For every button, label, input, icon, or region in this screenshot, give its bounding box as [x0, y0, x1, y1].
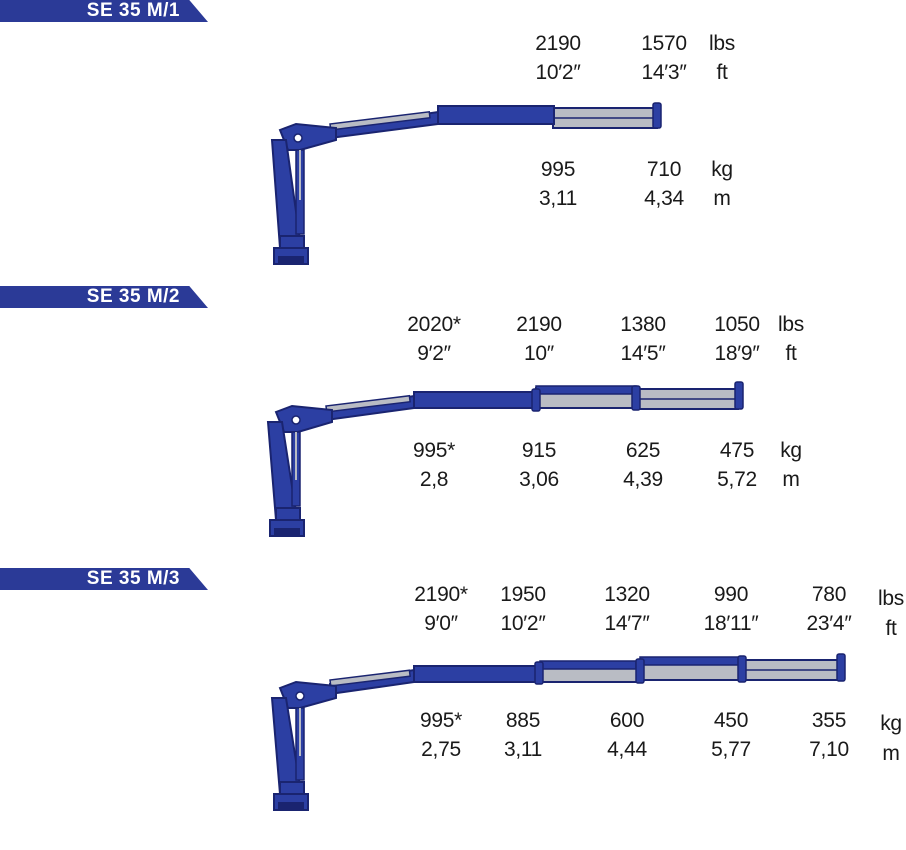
- m2-col3-m: 4,39: [623, 468, 663, 491]
- m3-col5-lbs: 780: [811, 583, 847, 606]
- m1-col1-ft: 10′2″: [535, 61, 581, 84]
- m2-col2-lbs: 2190: [516, 313, 562, 336]
- m2-col3-kg: 625: [625, 439, 661, 462]
- m1-col2-lbs: 1570: [641, 32, 687, 55]
- m3-col3-m: 4,44: [607, 738, 647, 761]
- m3-col5-ft: 23′4″: [806, 612, 852, 635]
- m3-col3-ft: 14′7″: [604, 612, 650, 635]
- model-name: SE 35 M/3: [86, 568, 180, 589]
- m2-col1-m: 2,8: [419, 468, 449, 491]
- m2-col1-lbs: 2020*: [407, 313, 461, 336]
- m2-col4-ft: 18′9″: [714, 342, 760, 365]
- m3-col2-kg: 885: [505, 709, 541, 732]
- m1-unit-lbs: lbs: [709, 32, 735, 55]
- model-banner-m3: SE 35 M/3: [0, 568, 208, 590]
- m3-unit-lbs: lbs: [878, 587, 904, 610]
- m2-col2-m: 3,06: [519, 468, 559, 491]
- m3-col4-ft: 18′11″: [703, 612, 759, 635]
- m1-unit-kg: kg: [711, 158, 733, 181]
- m1-col1-kg: 995: [540, 158, 576, 181]
- m3-col2-m: 3,11: [503, 738, 543, 761]
- m3-unit-kg: kg: [880, 712, 902, 735]
- m2-unit-ft: ft: [785, 342, 797, 365]
- m1-unit-ft: ft: [716, 61, 728, 84]
- m3-col1-kg: 995*: [419, 709, 463, 732]
- model-banner-m1: SE 35 M/1: [0, 0, 208, 22]
- m1-unit-m: m: [713, 187, 731, 210]
- m2-unit-m: m: [782, 468, 800, 491]
- m3-col2-ft: 10′2″: [500, 612, 546, 635]
- m3-col1-ft: 9′0″: [424, 612, 458, 635]
- m2-col4-kg: 475: [719, 439, 755, 462]
- m3-col4-kg: 450: [713, 709, 749, 732]
- m3-col1-lbs: 2190*: [414, 583, 468, 606]
- m1-col2-m: 4,34: [644, 187, 684, 210]
- m2-col3-ft: 14′5″: [620, 342, 666, 365]
- m2-col1-kg: 995*: [412, 439, 456, 462]
- m1-col2-kg: 710: [646, 158, 682, 181]
- m3-col5-kg: 355: [811, 709, 847, 732]
- m2-col2-kg: 915: [521, 439, 557, 462]
- m2-col2-ft: 10″: [524, 342, 554, 365]
- m3-col3-lbs: 1320: [604, 583, 650, 606]
- m1-col2-ft: 14′3″: [641, 61, 687, 84]
- m3-unit-ft: ft: [885, 617, 897, 640]
- m2-unit-lbs: lbs: [778, 313, 804, 336]
- m3-col3-kg: 600: [609, 709, 645, 732]
- m3-col2-lbs: 1950: [500, 583, 546, 606]
- m2-unit-kg: kg: [780, 439, 802, 462]
- m2-col1-ft: 9′2″: [417, 342, 451, 365]
- m3-col4-lbs: 990: [713, 583, 749, 606]
- model-name: SE 35 M/1: [86, 0, 180, 21]
- m3-col1-m: 2,75: [421, 738, 461, 761]
- m2-col3-lbs: 1380: [620, 313, 666, 336]
- m3-col4-m: 5,77: [711, 738, 751, 761]
- m3-unit-m: m: [882, 742, 900, 765]
- m3-col5-m: 7,10: [809, 738, 849, 761]
- model-banner-m2: SE 35 M/2: [0, 286, 208, 308]
- m1-col1-m: 3,11: [538, 187, 578, 210]
- m2-col4-m: 5,72: [717, 468, 757, 491]
- m1-col1-lbs: 2190: [535, 32, 581, 55]
- model-name: SE 35 M/2: [86, 286, 180, 307]
- m2-col4-lbs: 1050: [714, 313, 760, 336]
